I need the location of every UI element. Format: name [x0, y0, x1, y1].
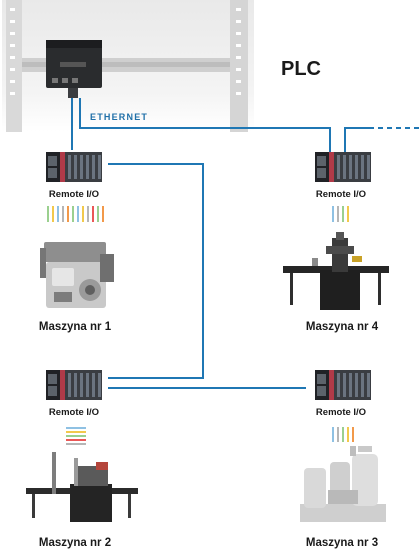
signal-wires-1	[47, 206, 104, 222]
ethernet-links	[71, 98, 420, 389]
signal-wires-4	[332, 206, 349, 222]
link-plc-rio4	[79, 98, 331, 152]
remote-io-unit-3	[315, 370, 371, 400]
link-rio1-rio2	[108, 163, 204, 379]
machine-label-1: Maszyna nr 1	[38, 321, 112, 333]
remote-io-unit-4	[315, 152, 371, 182]
plc-device	[46, 40, 102, 98]
machine-label-3: Maszyna nr 3	[305, 537, 379, 549]
network-label: ETHERNET	[90, 112, 149, 122]
remote-io-label-2: Remote I/O	[48, 407, 100, 418]
machine-3-image	[300, 446, 386, 522]
machine-label-4: Maszyna nr 4	[305, 321, 379, 333]
machine-2-image	[26, 452, 138, 522]
remote-io-label-3: Remote I/O	[315, 407, 367, 418]
remote-io-unit-1	[46, 152, 102, 182]
signal-wires-3	[332, 427, 354, 442]
diagram-title: PLC	[281, 58, 321, 80]
signal-wires-2	[66, 427, 86, 445]
remote-io-label-4: Remote I/O	[315, 189, 367, 200]
remote-io-label-1: Remote I/O	[48, 189, 100, 200]
machine-label-2: Maszyna nr 2	[38, 537, 112, 549]
link-rio4-next	[344, 127, 374, 152]
remote-io-unit-2	[46, 370, 102, 400]
machine-4-image	[283, 232, 389, 310]
machine-1-image	[40, 242, 114, 308]
